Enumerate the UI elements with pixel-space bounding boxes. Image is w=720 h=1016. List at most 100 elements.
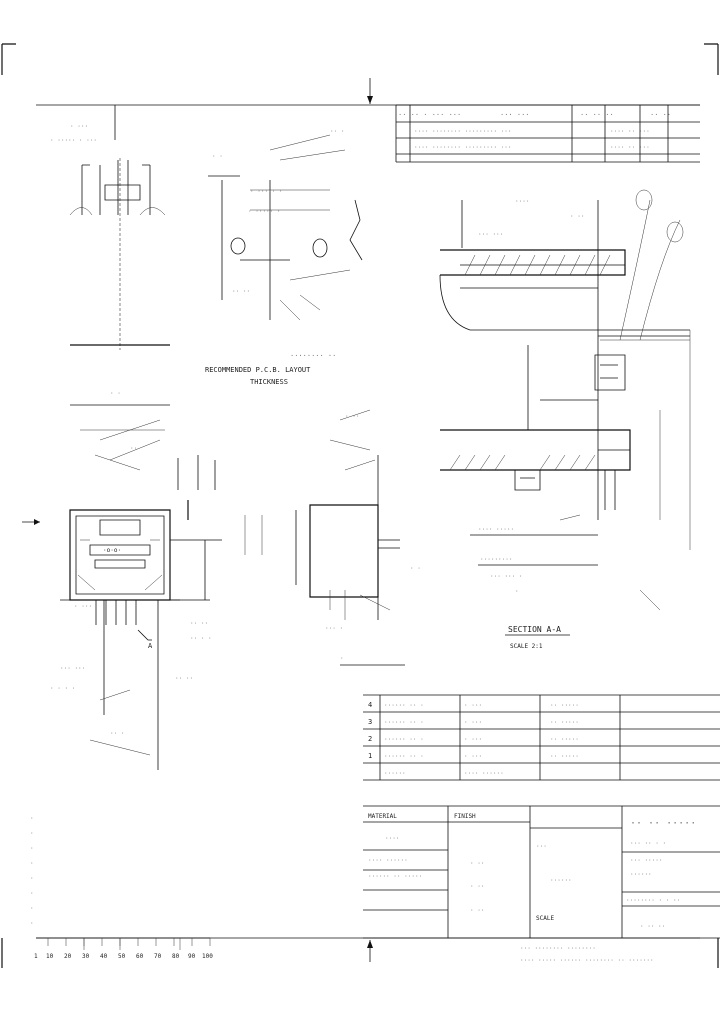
front-view-connector: ·o·o· A · ··· ·· ·· ·· · · ·· ·· ··· ···…	[50, 509, 263, 770]
svg-text:···· ········ ········· ···: ···· ········ ········· ···	[414, 128, 512, 135]
svg-text:··· ···: ··· ···	[478, 231, 503, 238]
svg-text:·· ·: ·· ·	[330, 128, 344, 135]
svg-text:······ ·· ·: ······ ·· ·	[384, 702, 424, 709]
svg-text:······: ······	[550, 877, 572, 884]
center-arrow-top	[367, 78, 373, 104]
svg-text:· ····· ·: · ····· ·	[248, 208, 281, 215]
side-view: · ·· · · ··· · ·	[295, 409, 421, 666]
svg-text:· ···: · ···	[464, 753, 482, 760]
parts-row-no: 4	[368, 701, 372, 709]
svg-text:··· ···: ··· ···	[500, 111, 530, 119]
ruler-label: 1	[34, 953, 38, 960]
svg-text:·· ·· · ··· ···: ·· ·· · ··· ···	[398, 111, 461, 119]
scale-label: SCALE	[536, 915, 554, 922]
detail-view-upper: · · · ····· · · ····· · ·· ·· ·· ·	[208, 128, 363, 321]
svg-text:·: ·	[30, 830, 34, 837]
svg-text:···· ·· ···: ···· ·· ···	[610, 128, 650, 135]
section-title: SECTION A-A	[508, 625, 561, 634]
svg-text:···· ····· ······ ········ ··: ···· ····· ······ ········ ·· ·······	[520, 957, 654, 964]
svg-text:A: A	[148, 642, 153, 650]
revision-table: ·· ·· · ··· ··· ··· ··· ·· ·· ·· ·· ·· ·…	[395, 104, 700, 163]
svg-text:·: ·	[30, 890, 34, 897]
svg-text:····: ····	[515, 198, 529, 205]
svg-text:·o·o·: ·o·o·	[103, 547, 121, 554]
svg-text:· ····· ·: · ····· ·	[250, 188, 283, 195]
recommended-pcb-note: ········ ·· RECOMMENDED P.C.B. LAYOUT TH…	[205, 352, 336, 386]
svg-text:······: ······	[384, 770, 406, 777]
section-view-aa: ···· ··· ··· · ·· ···· ····· ········· ·…	[439, 189, 691, 650]
svg-text:· ··: · ··	[470, 860, 484, 867]
parts-row-no: 3	[368, 718, 372, 726]
recommended-pcb-layout-label: RECOMMENDED P.C.B. LAYOUT	[205, 366, 311, 374]
thickness-label: THICKNESS	[250, 378, 288, 386]
svg-text:···: ···	[536, 843, 547, 850]
svg-text:·········: ·········	[480, 556, 513, 563]
ruler-label: 40	[100, 953, 108, 960]
svg-text:·: ·	[30, 860, 34, 867]
svg-text:·: ·	[30, 905, 34, 912]
svg-text:······: ······	[630, 871, 652, 878]
svg-text:····: ····	[385, 835, 399, 842]
svg-text:·: ·	[30, 920, 34, 927]
svg-text:·· ·: ·· ·	[110, 730, 124, 737]
svg-text:·· ·····: ·· ·····	[550, 753, 579, 760]
svg-text:·· ··: ·· ··	[650, 111, 671, 119]
top-view: · · ··	[70, 390, 216, 520]
svg-text:·· ··: ·· ··	[232, 288, 250, 295]
svg-text:···· ········ ········· ···: ···· ········ ········· ···	[414, 144, 512, 151]
ruler-label: 100	[202, 953, 213, 960]
hatch-lower	[449, 454, 596, 471]
center-arrow-left	[22, 519, 40, 525]
svg-text:······ ·· ·: ······ ·· ·	[384, 736, 424, 743]
svg-text:········ · · ··: ········ · · ··	[626, 897, 680, 904]
svg-text:· ··: · ··	[570, 213, 584, 220]
svg-text:· ···: · ···	[74, 603, 92, 610]
svg-text:· ·: · ·	[410, 565, 421, 572]
ruler-label: 70	[154, 953, 162, 960]
parts-table: 4 3 2 1 ······ ·· · ······ ·· · ······ ·…	[363, 694, 720, 781]
material-label: MATERIAL	[368, 813, 397, 820]
center-arrow-bottom	[367, 940, 373, 962]
svg-text:· ·· ··: · ·· ··	[640, 923, 665, 930]
svg-text:· ··: · ··	[345, 413, 359, 420]
svg-text:··· ·· · ·: ··· ·· · ·	[630, 840, 666, 847]
svg-text:·· ·····: ·· ·····	[550, 702, 579, 709]
ruler-label: 60	[136, 953, 144, 960]
svg-text:· ···: · ···	[464, 702, 482, 709]
svg-text:···· ·· ···: ···· ·· ···	[610, 144, 650, 151]
ruler-label: 90	[188, 953, 196, 960]
svg-text:······ ·· ·····: ······ ·· ·····	[368, 873, 422, 880]
hatch-upper	[464, 254, 611, 276]
svg-text:··· ········ ········: ··· ········ ········	[520, 945, 596, 952]
left-margin-marks: · · · · · · · ·	[30, 815, 34, 927]
corner-marks	[1, 43, 719, 968]
ruler-label: 10	[46, 953, 54, 960]
svg-text:·· · ·: ·· · ·	[190, 635, 212, 642]
svg-text:······ ·· ·: ······ ·· ·	[384, 753, 424, 760]
ruler-label: 20	[64, 953, 72, 960]
svg-text:·· ··: ·· ··	[175, 675, 193, 682]
svg-text:· ··: · ··	[470, 907, 484, 914]
svg-text:········ ··: ········ ··	[290, 352, 336, 360]
svg-text:··· ·: ··· ·	[325, 625, 343, 632]
svg-text:··· ·····: ··· ·····	[630, 857, 663, 864]
svg-text:·: ·	[30, 845, 34, 852]
finish-label: FINISH	[454, 813, 476, 820]
svg-text:·· ·· ·····: ·· ·· ·····	[630, 818, 696, 829]
svg-text:···· ······: ···· ······	[368, 857, 408, 864]
svg-text:·: ·	[30, 815, 34, 822]
svg-text:· ·: · ·	[212, 153, 223, 160]
title-block: MATERIAL FINISH SCALE ·· ·· ····· ··· ··…	[363, 805, 720, 964]
svg-text:· ···: · ···	[464, 736, 482, 743]
parts-row-no: 2	[368, 735, 372, 743]
svg-text:· ···: · ···	[70, 123, 88, 130]
svg-text:······ ·· ·: ······ ·· ·	[384, 719, 424, 726]
svg-text:· ···: · ···	[464, 719, 482, 726]
svg-text:·· ·····: ·· ·····	[550, 736, 579, 743]
svg-text:··· ··· ·: ··· ··· ·	[490, 573, 523, 580]
svg-text:··· ···: ··· ···	[60, 665, 85, 672]
ruler-label: 30	[82, 953, 90, 960]
pin-end-view: · ··· · ····· · ···	[50, 123, 170, 350]
